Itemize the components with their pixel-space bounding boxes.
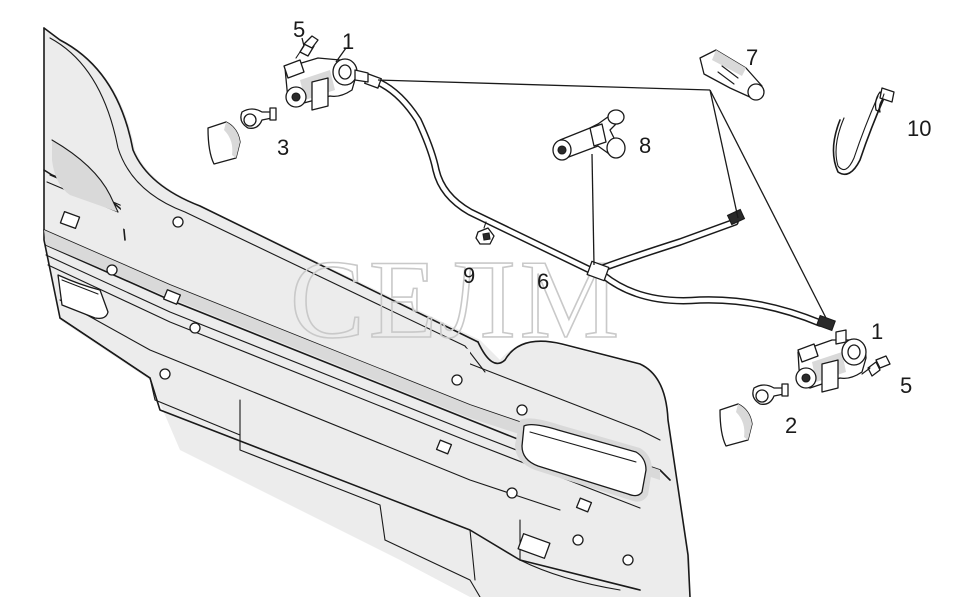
bolt-upper xyxy=(295,35,319,59)
callout-6: 6 xyxy=(537,269,549,294)
callout-2: 2 xyxy=(785,413,797,438)
watermark: СЕЛМ xyxy=(290,238,623,362)
leader-lines xyxy=(301,37,827,319)
jet-nozzle-left xyxy=(240,107,277,129)
callout-9: 9 xyxy=(463,263,475,288)
washer-nozzle-upper xyxy=(283,57,369,111)
cover-cap-right xyxy=(719,403,753,447)
callout-1-lower: 1 xyxy=(871,319,883,344)
callout-8: 8 xyxy=(639,133,651,158)
hose-fittings xyxy=(364,73,836,332)
washer-nozzle-lower xyxy=(795,329,867,393)
connector-7 xyxy=(699,49,765,101)
callout-1-upper: 1 xyxy=(342,29,354,54)
jet-nozzle-right xyxy=(752,383,789,405)
hose-clamp xyxy=(832,87,895,176)
cover-cap-left xyxy=(207,121,241,165)
clip-9 xyxy=(475,221,495,245)
bolt-lower xyxy=(861,355,891,377)
callout-5-upper: 5 xyxy=(293,17,305,42)
callout-7: 7 xyxy=(746,45,758,70)
callout-labels: 1 5 3 7 8 10 9 6 1 5 2 xyxy=(277,17,931,438)
washer-hose xyxy=(374,78,824,327)
front-bumper xyxy=(43,27,691,597)
t-connector xyxy=(552,109,626,161)
callout-3: 3 xyxy=(277,135,289,160)
callout-5-lower: 5 xyxy=(900,373,912,398)
callout-10: 10 xyxy=(907,116,931,141)
